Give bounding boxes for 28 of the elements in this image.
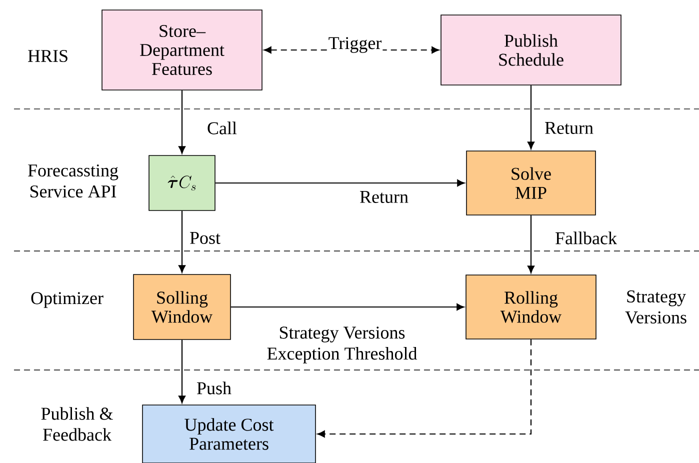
edge-label: Trigger bbox=[327, 36, 383, 54]
process-box: Solling Window bbox=[133, 274, 231, 340]
lane-label: Strategy Versions bbox=[625, 290, 686, 324]
edge-label: Post bbox=[188, 231, 222, 245]
arrow bbox=[528, 85, 534, 150]
lane-label: HRIS bbox=[28, 50, 68, 62]
edge-label: Return bbox=[544, 121, 594, 135]
arrow bbox=[178, 90, 186, 154]
arrow bbox=[178, 340, 186, 404]
process-box: Publish Schedule bbox=[440, 14, 622, 86]
process-box: Update Cost Parameters bbox=[142, 404, 316, 463]
edge-label: Call bbox=[206, 120, 238, 136]
formula-box: $\hat{\boldsymbol{\tau}}C_s$ bbox=[148, 155, 216, 211]
arrow bbox=[178, 210, 186, 273]
process-box: Solve MIP bbox=[466, 150, 596, 216]
process-box: Rolling Window bbox=[466, 274, 596, 340]
arrow bbox=[317, 339, 532, 438]
edge-label: Return bbox=[358, 190, 410, 204]
lane-label: Strategy Versions Exception Threshold bbox=[267, 326, 418, 364]
arrow bbox=[215, 180, 465, 186]
arrow bbox=[528, 215, 534, 274]
process-box: Store– Department Features bbox=[102, 10, 262, 90]
lane-label: Publish & Feedback bbox=[41, 407, 113, 441]
edge-label: Fallback bbox=[554, 230, 618, 246]
arrow bbox=[230, 304, 464, 310]
edge-label: Push bbox=[196, 380, 232, 396]
lane-label: Optimizer bbox=[31, 292, 104, 308]
lane-label: Forecassting Service API bbox=[28, 164, 118, 198]
